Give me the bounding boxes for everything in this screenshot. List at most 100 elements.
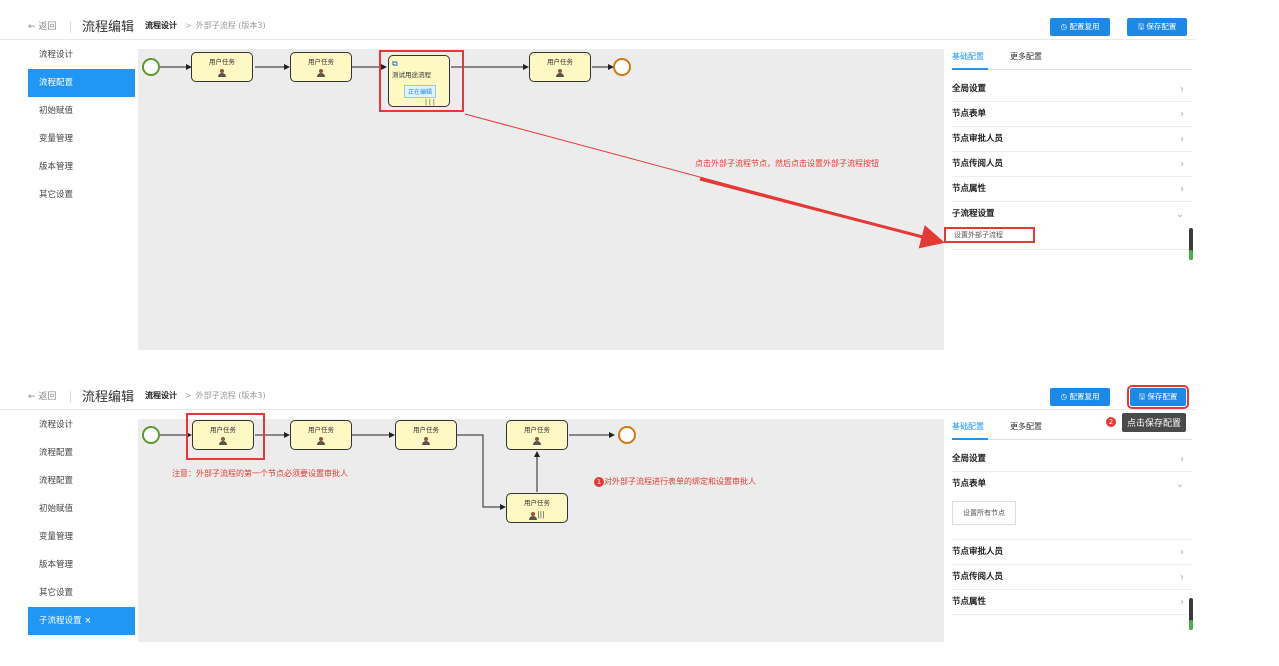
screenshot-panel-top: ← 返回 流程编辑 流程设计 >外部子流程 (版本3) ◷ 配置复用 🖫 保存配置… bbox=[0, 10, 1200, 350]
row-global-settings[interactable]: 全局设置› bbox=[952, 77, 1192, 102]
back-label[interactable]: ← 返回 bbox=[28, 22, 57, 32]
user-icon bbox=[317, 437, 325, 445]
row-node-cc[interactable]: 节点传阅人员› bbox=[952, 152, 1192, 177]
app-title: 流程编辑 bbox=[82, 20, 135, 35]
chevron-right-icon: › bbox=[1180, 547, 1184, 558]
sidebar-item-design[interactable]: 流程设计 bbox=[39, 420, 74, 430]
user-icon bbox=[556, 69, 564, 77]
process-canvas[interactable] bbox=[138, 49, 944, 350]
crumb-separator: > bbox=[185, 21, 192, 30]
row-label: 节点传阅人员 bbox=[952, 572, 1004, 582]
annotation-note: 注意：外部子流程的第一个节点必须要设置审批人 bbox=[172, 469, 348, 478]
back-label[interactable]: ← 返回 bbox=[28, 392, 57, 402]
top-header: ← 返回 流程编辑 流程设计>外部子流程 (版本3) ◷ 配置复用 🖫 保存配置 bbox=[0, 380, 1195, 410]
tab-more-config[interactable]: 更多配置 bbox=[1010, 422, 1042, 431]
row-label: 全局设置 bbox=[952, 454, 987, 464]
start-event[interactable] bbox=[142, 58, 160, 76]
multi-instance-marker: | | | bbox=[425, 99, 435, 106]
user-task-node[interactable]: 用户任务 bbox=[290, 420, 352, 450]
user-task-node[interactable]: 用户任务 bbox=[506, 420, 568, 450]
breadcrumb: 流程设计 >外部子流程 (版本3) bbox=[145, 20, 266, 31]
start-event[interactable] bbox=[142, 426, 160, 444]
tab-basic-config[interactable]: 基础配置 bbox=[952, 52, 984, 61]
chevron-down-icon: ⌄ bbox=[1175, 479, 1184, 490]
tab-more-config[interactable]: 更多配置 bbox=[1010, 52, 1042, 61]
save-config-button[interactable]: 🖫 保存配置 bbox=[1127, 18, 1187, 36]
sidebar-item-config[interactable]: 流程配置 bbox=[28, 69, 135, 97]
row-node-properties[interactable]: 节点属性› bbox=[952, 177, 1192, 202]
chevron-right-icon: › bbox=[1180, 184, 1184, 195]
row-node-form[interactable]: 节点表单⌄ bbox=[952, 472, 1192, 497]
user-task-node[interactable]: 用户任务 bbox=[290, 52, 352, 82]
end-event[interactable] bbox=[613, 58, 631, 76]
subprocess-icon: ⧉ bbox=[392, 59, 398, 68]
row-global-settings[interactable]: 全局设置› bbox=[952, 447, 1192, 472]
chevron-down-icon: ⌄ bbox=[1175, 209, 1184, 220]
user-task-node[interactable]: 用户任务 bbox=[192, 420, 254, 450]
crumb-main[interactable]: 流程设计 bbox=[145, 391, 177, 400]
row-node-approvers[interactable]: 节点审批人员› bbox=[952, 540, 1192, 565]
task-label: 用户任务 bbox=[413, 426, 439, 434]
top-header: ← 返回 流程编辑 流程设计 >外部子流程 (版本3) ◷ 配置复用 🖫 保存配置 bbox=[0, 10, 1195, 40]
sidebar-item-other[interactable]: 其它设置 bbox=[39, 190, 74, 200]
row-node-form[interactable]: 节点表单› bbox=[952, 102, 1192, 127]
back-link[interactable]: ← 返回 bbox=[28, 389, 81, 403]
row-node-properties[interactable]: 节点属性 › bbox=[952, 590, 1192, 615]
sidebar-item-variables[interactable]: 变量管理 bbox=[39, 134, 74, 144]
flow-connectors bbox=[160, 432, 615, 510]
sidebar-item-init-values[interactable]: 初始赋值 bbox=[39, 504, 74, 514]
active-tab-indicator bbox=[952, 438, 988, 440]
sidebar-item-config-2[interactable]: 流程配置 bbox=[39, 476, 74, 486]
sidebar-item-versions[interactable]: 版本管理 bbox=[39, 162, 74, 172]
task-label: 用户任务 bbox=[308, 426, 334, 434]
reuse-config-button[interactable]: ◷ 配置复用 bbox=[1050, 388, 1110, 406]
app-title: 流程编辑 bbox=[82, 390, 135, 405]
sidebar-item-init-values[interactable]: 初始赋值 bbox=[39, 106, 74, 116]
set-external-subprocess-button[interactable]: 设置外部子流程 bbox=[944, 227, 1035, 243]
sidebar-item-other[interactable]: 其它设置 bbox=[39, 588, 74, 598]
save-config-button[interactable]: 🖫 保存配置 bbox=[1127, 385, 1189, 409]
task-label: 用户任务 bbox=[524, 426, 550, 434]
sidebar: 流程设计 流程配置 流程配置 初始赋值 变量管理 版本管理 其它设置 子流程设置… bbox=[28, 411, 135, 642]
scrollbar[interactable] bbox=[1189, 228, 1193, 260]
sidebar-item-variables[interactable]: 变量管理 bbox=[39, 532, 74, 542]
sidebar-item-versions[interactable]: 版本管理 bbox=[39, 560, 74, 570]
row-node-approvers[interactable]: 节点审批人员 › bbox=[952, 127, 1192, 152]
sidebar-item-design[interactable]: 流程设计 bbox=[39, 50, 74, 60]
sidebar-item-subprocess-settings[interactable]: 子流程设置 × bbox=[28, 607, 135, 635]
user-task-node[interactable]: 用户任务 bbox=[529, 52, 591, 82]
row-label: 节点审批人员 bbox=[952, 134, 1004, 144]
reuse-config-button[interactable]: ◷ 配置复用 bbox=[1050, 18, 1110, 36]
subprocess-node[interactable]: ⧉ 测试用途流程 正在编辑 | | | bbox=[388, 55, 450, 107]
highlight-first-task bbox=[186, 413, 265, 460]
user-task-node[interactable]: 用户任务 bbox=[395, 420, 457, 450]
row-label: 节点属性 bbox=[952, 597, 987, 607]
set-all-nodes-button[interactable]: 设置所有节点 bbox=[952, 501, 1016, 525]
user-task-multi-node[interactable]: 用户任务||| bbox=[506, 493, 568, 523]
sidebar: 流程设计 流程配置 初始赋值 变量管理 版本管理 其它设置 bbox=[28, 41, 135, 350]
sidebar-item-config[interactable]: 流程配置 bbox=[39, 448, 74, 458]
annotation-instruction: 点击外部子流程节点，然后点击设置外部子流程按钮 bbox=[695, 159, 879, 168]
back-link[interactable]: ← 返回 bbox=[28, 19, 81, 33]
crumb-sub: 外部子流程 (版本3) bbox=[195, 21, 266, 30]
save-tooltip: 点击保存配置 bbox=[1122, 413, 1187, 432]
breadcrumb: 流程设计>外部子流程 (版本3) bbox=[145, 390, 266, 401]
row-subprocess-settings[interactable]: 子流程设置⌄ bbox=[952, 202, 1192, 227]
tab-basic-config[interactable]: 基础配置 bbox=[952, 422, 984, 431]
user-icon bbox=[529, 512, 538, 520]
end-event[interactable] bbox=[618, 426, 636, 444]
user-icon bbox=[533, 437, 541, 445]
scrollbar[interactable] bbox=[1189, 598, 1193, 630]
task-label: 用户任务 bbox=[308, 58, 334, 66]
crumb-sub: 外部子流程 (版本3) bbox=[195, 391, 266, 400]
multi-instance-marker: ||| bbox=[537, 510, 545, 519]
chevron-right-icon: › bbox=[1180, 597, 1184, 608]
row-node-cc[interactable]: 节点传阅人员› bbox=[952, 565, 1192, 590]
user-task-node[interactable]: 用户任务 bbox=[191, 52, 253, 82]
crumb-main[interactable]: 流程设计 bbox=[145, 21, 177, 30]
chevron-right-icon: › bbox=[1180, 134, 1184, 145]
user-icon bbox=[218, 69, 226, 77]
row-label: 全局设置 bbox=[952, 84, 987, 94]
process-canvas[interactable] bbox=[138, 419, 944, 642]
